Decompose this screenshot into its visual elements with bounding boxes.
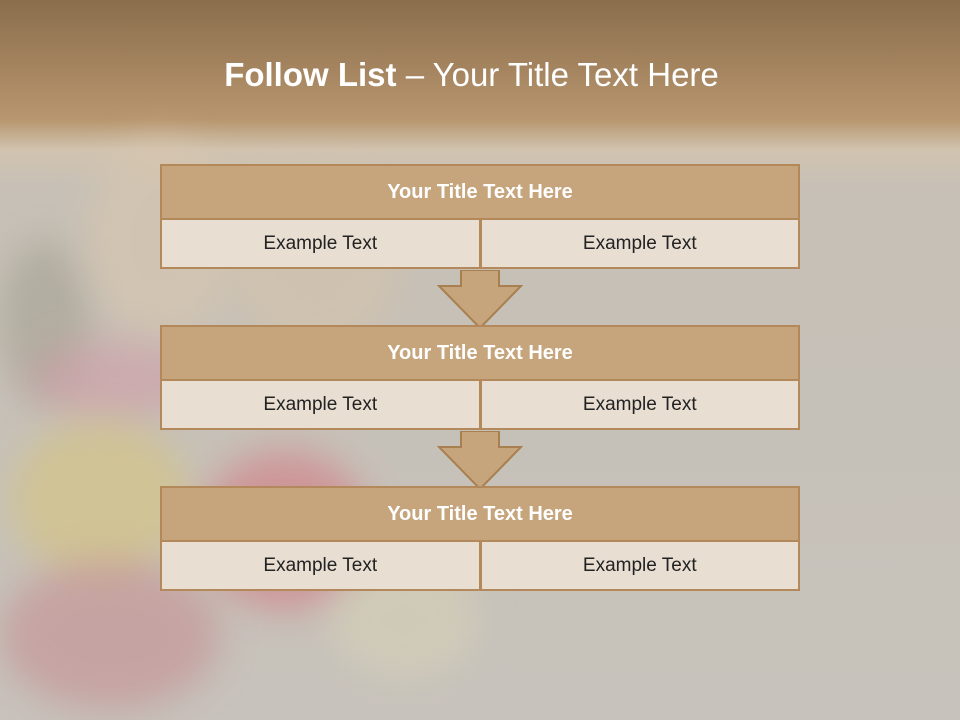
flow-cell-left: Example Text	[160, 381, 481, 430]
flow-block-3: Your Title Text Here Example Text Exampl…	[160, 486, 800, 591]
flow-cell-right: Example Text	[480, 381, 800, 430]
down-arrow-icon	[437, 431, 523, 491]
flow-block-row: Example Text Example Text	[160, 381, 800, 430]
slide-title-rest: – Your Title Text Here	[405, 56, 719, 93]
down-arrow-icon	[437, 270, 523, 330]
flow-cell-left: Example Text	[160, 220, 481, 269]
flow-block-2: Your Title Text Here Example Text Exampl…	[160, 325, 800, 430]
slide-title-bold: Follow List	[224, 56, 406, 93]
flow-cell-right: Example Text	[480, 220, 800, 269]
flow-block-1: Your Title Text Here Example Text Exampl…	[160, 164, 800, 269]
slide-title: Follow List – Your Title Text Here	[0, 56, 943, 94]
flow-cell-left: Example Text	[160, 542, 481, 591]
flow-block-title: Your Title Text Here	[160, 325, 800, 381]
flow-block-title: Your Title Text Here	[160, 164, 800, 220]
flow-block-row: Example Text Example Text	[160, 220, 800, 269]
flow-block-row: Example Text Example Text	[160, 542, 800, 591]
flow-cell-right: Example Text	[480, 542, 800, 591]
flow-block-title: Your Title Text Here	[160, 486, 800, 542]
